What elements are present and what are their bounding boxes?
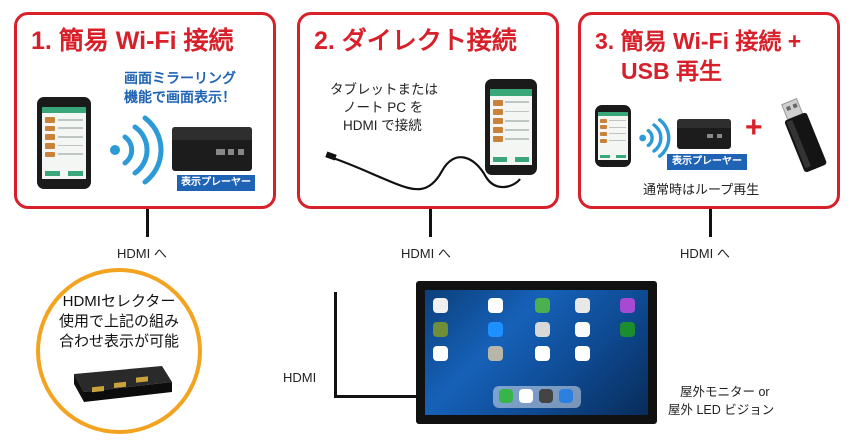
- display-player-label: 表示プレーヤー: [177, 175, 255, 191]
- panel-1-title: 1. 簡易 Wi-Fi 接続: [31, 27, 234, 55]
- selector-text-line-3: 合わせ表示が可能: [58, 333, 179, 350]
- hdmi-label: HDMI: [283, 370, 317, 385]
- hdmi-cable-icon: [325, 151, 521, 191]
- panel-wifi-usb: 3. 簡易 Wi-Fi 接続 + USB 再生 表示プレーヤー +: [578, 12, 840, 209]
- wifi-signal-icon: [639, 118, 671, 158]
- panel-3-title-line-2: USB 再生: [621, 58, 722, 84]
- smartphone-icon: [37, 97, 91, 189]
- selector-text-line-2: 使用で上記の組み: [58, 313, 179, 330]
- panel-direct-connection: 2. ダイレクト接続 タブレットまたは ノート PC を HDMI で接続: [297, 12, 559, 209]
- direct-desc-line-2: ノート PC を: [343, 100, 424, 115]
- panel-wifi-mirroring: 1. 簡易 Wi-Fi 接続 画面ミラーリング 機能で画面表示！ 表示プレーヤー: [14, 12, 276, 209]
- direct-desc-line-1: タブレットまたは: [330, 82, 438, 97]
- connector-line-3: [709, 209, 712, 237]
- tablet-icon: [485, 79, 537, 175]
- monitor-caption-line-2: 屋外 LED ビジョン: [668, 403, 775, 417]
- smartphone-icon: [595, 105, 631, 167]
- display-player-device: [172, 127, 252, 171]
- selector-text-line-1: HDMIセレクター: [62, 293, 176, 310]
- mirroring-feature-line-1: 画面ミラーリング: [124, 70, 236, 86]
- monitor-caption-line-1: 屋外モニター or: [680, 385, 770, 399]
- connector-line-1: [146, 209, 149, 237]
- panel-3-title-line-1: 3. 簡易 Wi-Fi 接続 +: [595, 28, 802, 54]
- hdmi-input-line-vertical: [334, 292, 337, 398]
- hdmi-to-label-1: HDMI へ: [117, 246, 167, 261]
- display-player-label: 表示プレーヤー: [667, 154, 747, 170]
- hdmi-to-label-3: HDMI へ: [680, 246, 730, 261]
- hdmi-input-line-horizontal: [334, 395, 420, 398]
- plus-sign: +: [745, 111, 763, 144]
- mirroring-feature-line-2: 機能で画面表示！: [124, 89, 236, 105]
- hdmi-to-label-2: HDMI へ: [401, 246, 451, 261]
- outdoor-monitor: [416, 281, 657, 424]
- hdmi-selector-circle: [36, 268, 202, 434]
- display-player-device: [677, 119, 731, 149]
- monitor-dock: [492, 386, 581, 408]
- monitor-screen: [425, 290, 648, 415]
- usb-stick-icon: [781, 98, 827, 173]
- connector-line-2: [429, 209, 432, 237]
- loop-playback-text: 通常時はループ再生: [643, 182, 760, 197]
- panel-2-title: 2. ダイレクト接続: [314, 27, 517, 55]
- wifi-signal-icon: [110, 115, 164, 185]
- hdmi-selector-device: [74, 366, 172, 402]
- direct-desc-line-3: HDMI で接続: [343, 118, 422, 133]
